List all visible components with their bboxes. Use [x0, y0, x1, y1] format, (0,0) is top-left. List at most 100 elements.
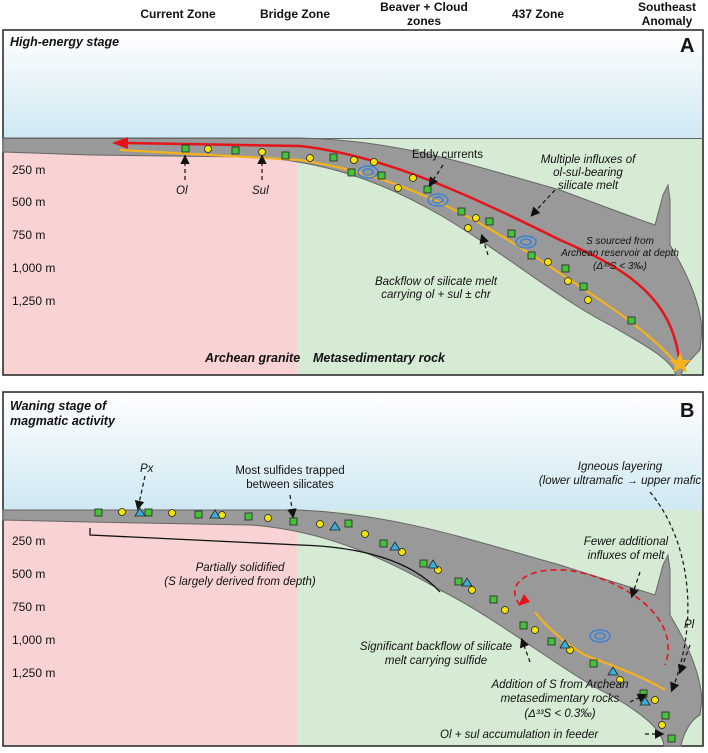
depth-1250-a: 1,250 m: [12, 294, 55, 308]
pyroxene-grain: [134, 507, 146, 517]
label-backflow-b-2: melt carrying sulfide: [385, 655, 487, 667]
stage-title-a: High-energy stage: [10, 35, 119, 49]
sulfide-grain: [204, 145, 212, 153]
depth-250-b: 250 m: [12, 534, 45, 548]
panel-b: Waning stage of magmatic activity B Px M…: [2, 391, 704, 747]
olivine-grain: [579, 282, 588, 291]
sulfide-grain: [306, 154, 314, 162]
sulfide-grain: [361, 530, 369, 538]
label-layering-b-2: (lower ultramafic → upper mafic: [539, 475, 702, 487]
olivine-grain: [661, 711, 670, 720]
backflow-yellow-b: [534, 611, 666, 691]
zone-southeast: Southeast: [638, 0, 696, 14]
sulfide-grain: [264, 514, 272, 522]
intrusion-a: [2, 137, 703, 376]
sulfide-grain: [564, 277, 572, 285]
sulfide-grain: [316, 520, 324, 528]
panel-letter-a: A: [680, 35, 694, 57]
sulfide-grain: [464, 224, 472, 232]
depth-250-a: 250 m: [12, 163, 45, 177]
olivine-grain: [454, 577, 463, 586]
olivine-grain: [231, 146, 240, 155]
influx-red-a: [124, 141, 682, 369]
pyroxene-grain: [427, 559, 439, 569]
minerals-a: [181, 144, 636, 325]
label-addition-b-1: Addition of S from Archean: [490, 679, 628, 691]
annotation-arrows-a: [180, 154, 556, 256]
olivine-grain: [289, 517, 298, 526]
sulfide-grain: [616, 676, 624, 684]
stage-title-b-1: Waning stage of: [10, 399, 108, 413]
pyroxene-grain: [559, 639, 571, 649]
sulfide-grain: [258, 148, 266, 156]
olivine-grain: [589, 659, 598, 668]
zone-bridge: Bridge Zone: [260, 7, 330, 21]
label-backflow-a-2: carrying ol + sul ± chr: [381, 289, 492, 301]
olivine-grain: [561, 264, 570, 273]
pyroxene-grain: [461, 577, 473, 587]
olivine-grain: [181, 144, 190, 153]
olivine-grain: [457, 207, 466, 216]
zone-southeast-2: Anomaly: [642, 14, 693, 28]
zone-437: 437 Zone: [512, 7, 564, 21]
olivine-grain: [485, 217, 494, 226]
sulfide-grain: [584, 296, 592, 304]
sulfide-grain: [370, 158, 378, 166]
zone-current: Current Zone: [140, 7, 216, 21]
pyroxene-grain: [607, 666, 619, 676]
label-addition-b-3: (Δ³³S < 0.3‰): [524, 708, 595, 720]
label-layering-b-1: Igneous layering: [578, 461, 663, 473]
olivine-grain: [519, 621, 528, 630]
stage-title-b-2: magmatic activity: [10, 414, 116, 428]
panel-a: High-energy stage A Archean granite Meta…: [2, 29, 704, 376]
sulfide-grain: [118, 508, 126, 516]
depth-1250-b: 1,250 m: [12, 666, 55, 680]
sulfide-grain: [168, 509, 176, 517]
label-trapped-b-2: between silicates: [246, 479, 334, 491]
zone-beaver-2: zones: [407, 14, 441, 28]
label-source-a-3: (Δ³³S < 3‰): [593, 261, 647, 272]
panel-letter-b: B: [680, 400, 694, 422]
intrusion-b: [2, 509, 703, 747]
label-ol-a: Ol: [176, 185, 188, 197]
olivine-grain: [94, 508, 103, 517]
sulfide-grain: [501, 606, 509, 614]
pyroxene-grain: [209, 509, 221, 519]
zone-headers: Current Zone Bridge Zone Beaver + Cloud …: [140, 0, 696, 28]
sulfide-grain: [409, 174, 417, 182]
label-backflow-a-1: Backflow of silicate melt: [375, 276, 498, 288]
olivine-grain: [547, 637, 556, 646]
red-arrowhead-a: [112, 137, 128, 149]
sulfide-grain: [544, 258, 552, 266]
pyroxene-grain: [329, 521, 341, 531]
depth-scale-a: 250 m 500 m 750 m 1,000 m 1,250 m: [12, 163, 55, 308]
eddy-icon: [515, 235, 537, 249]
eddy-icon: [520, 238, 532, 246]
eddy-icons-b: [589, 629, 611, 643]
olivine-grain: [329, 153, 338, 162]
olivine-grain: [667, 734, 676, 743]
olivine-grain: [377, 171, 386, 180]
olivine-grain: [527, 251, 536, 260]
eddy-icon: [427, 193, 449, 207]
eddy-icon: [589, 629, 611, 643]
sulfide-grain: [468, 586, 476, 594]
olivine-grain: [627, 316, 636, 325]
label-eddy-a: Eddy currents: [412, 149, 483, 161]
partial-bracket-b: [89, 528, 441, 593]
eddy-icon: [362, 168, 374, 176]
sulfide-grain: [350, 156, 358, 164]
olivine-grain: [419, 559, 428, 568]
olivine-grain: [423, 185, 432, 194]
star-a: [669, 352, 691, 373]
minerals-b: [94, 507, 676, 743]
label-pl-b: Pl: [684, 619, 695, 631]
olivine-grain: [344, 519, 353, 528]
label-influx-a-1: Multiple influxes of: [541, 154, 637, 166]
label-backflow-b-1: Significant backflow of silicate: [360, 641, 512, 653]
label-fewer-b-1: Fewer additional: [584, 536, 669, 548]
olivine-grain: [489, 595, 498, 604]
depth-500-a: 500 m: [12, 195, 45, 209]
label-sul-a: Sul: [252, 185, 269, 197]
